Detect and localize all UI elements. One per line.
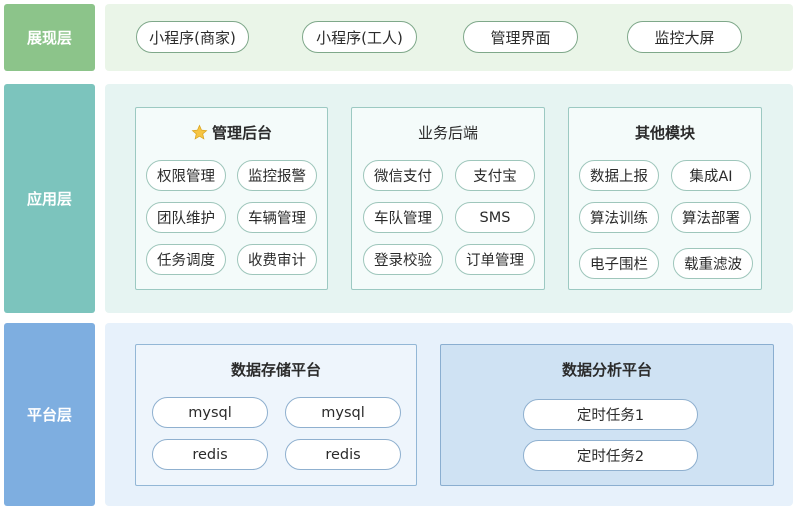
module-item[interactable]: 数据上报 <box>579 160 659 191</box>
module-item[interactable]: 任务调度 <box>146 244 226 275</box>
module-admin-backend-title: 管理后台 <box>136 122 327 143</box>
presentation-item-admin-ui[interactable]: 管理界面 <box>463 21 578 53</box>
module-item[interactable]: 算法训练 <box>579 202 659 233</box>
presentation-item-monitor-screen[interactable]: 监控大屏 <box>627 21 742 53</box>
module-item[interactable]: 支付宝 <box>455 160 535 191</box>
module-item[interactable]: 集成AI <box>671 160 751 191</box>
platform-item[interactable]: 定时任务2 <box>523 440 698 471</box>
module-item[interactable]: 监控报警 <box>237 160 317 191</box>
module-data-storage-title: 数据存储平台 <box>230 361 321 379</box>
module-data-analysis: 数据分析平台 定时任务1 定时任务2 <box>440 344 774 486</box>
module-data-analysis-title: 数据分析平台 <box>561 361 652 379</box>
platform-item[interactable]: redis <box>285 439 401 470</box>
platform-item[interactable]: mysql <box>152 397 268 428</box>
module-business-backend-title: 业务后端 <box>417 124 478 142</box>
module-item[interactable]: 收费审计 <box>237 244 317 275</box>
platform-item[interactable]: 定时任务1 <box>523 399 698 430</box>
module-data-storage: 数据存储平台 mysql mysql redis redis <box>135 344 417 486</box>
presentation-item-merchant-app[interactable]: 小程序(商家) <box>136 21 249 53</box>
layer-label-platform: 平台层 <box>4 323 95 506</box>
module-item[interactable]: 登录校验 <box>363 244 443 275</box>
module-item[interactable]: 权限管理 <box>146 160 226 191</box>
star-icon <box>191 124 208 140</box>
module-item[interactable]: 电子围栏 <box>579 248 659 279</box>
platform-item[interactable]: redis <box>152 439 268 470</box>
layer-label-presentation: 展现层 <box>4 4 95 71</box>
module-business-backend: 业务后端 微信支付 支付宝 车队管理 SMS 登录校验 订单管理 <box>351 107 545 290</box>
presentation-item-worker-app[interactable]: 小程序(工人) <box>302 21 417 53</box>
module-item[interactable]: 微信支付 <box>363 160 443 191</box>
module-item[interactable]: 载重滤波 <box>673 248 753 279</box>
module-other-title: 其他模块 <box>634 124 695 142</box>
module-admin-backend: 管理后台 权限管理 监控报警 团队维护 车辆管理 任务调度 收费审计 <box>135 107 328 290</box>
module-item[interactable]: SMS <box>455 202 535 233</box>
platform-item[interactable]: mysql <box>285 397 401 428</box>
module-item[interactable]: 订单管理 <box>455 244 535 275</box>
module-item[interactable]: 车队管理 <box>363 202 443 233</box>
presentation-layer-area: 小程序(商家) 小程序(工人) 管理界面 监控大屏 <box>105 4 793 71</box>
module-item[interactable]: 团队维护 <box>146 202 226 233</box>
layer-label-application: 应用层 <box>4 84 95 313</box>
module-other: 其他模块 数据上报 集成AI 算法训练 算法部署 电子围栏 载重滤波 <box>568 107 762 290</box>
module-admin-backend-label: 管理后台 <box>211 124 272 142</box>
module-item[interactable]: 算法部署 <box>671 202 751 233</box>
module-item[interactable]: 车辆管理 <box>237 202 317 233</box>
